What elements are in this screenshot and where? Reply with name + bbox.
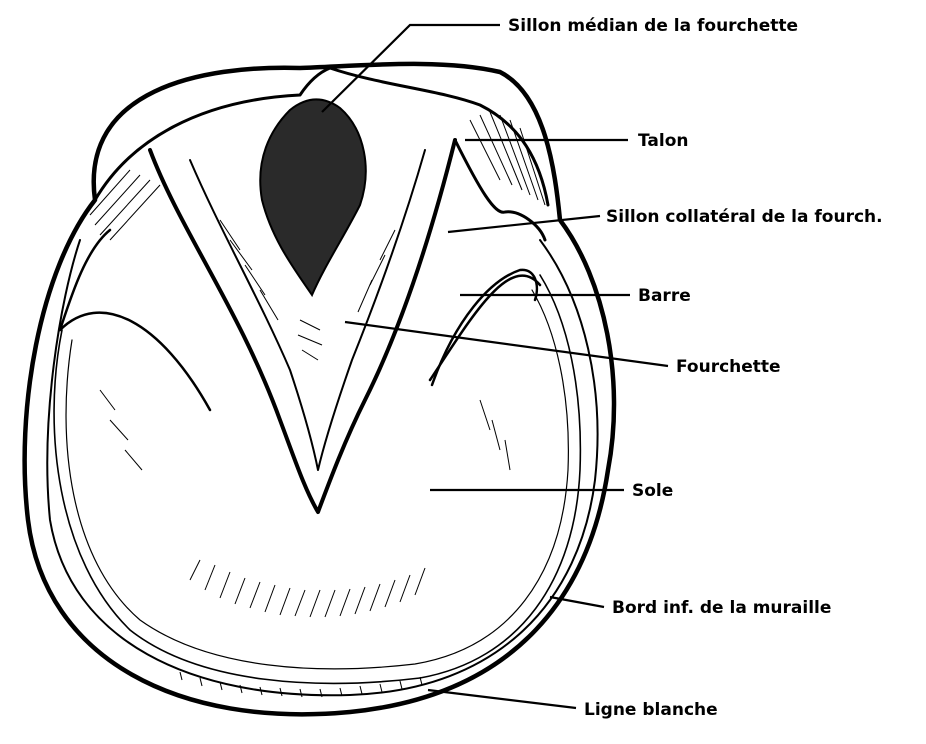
label-ligne-blanche: Ligne blanche (584, 700, 718, 720)
white-line (54, 275, 580, 683)
central-sulcus (260, 100, 365, 295)
label-sillon-median: Sillon médian de la fourchette (508, 16, 798, 36)
sole-hatching (100, 390, 510, 617)
label-talon: Talon (638, 131, 689, 151)
leader-ligne-blanche (428, 690, 576, 708)
label-sole: Sole (632, 481, 673, 501)
label-fourchette: Fourchette (676, 357, 781, 377)
label-barre: Barre (638, 286, 691, 306)
hoof-wall-inner (47, 240, 597, 695)
label-bord-muraille: Bord inf. de la muraille (612, 598, 831, 618)
leader-fourchette (345, 322, 668, 366)
leader-sillon-collateral (448, 216, 600, 232)
label-sillon-collateral: Sillon collatéral de la fourch. (606, 207, 883, 227)
white-line-ticks (180, 672, 422, 697)
white-line-inner (66, 290, 568, 669)
diagram-labels: Sillon médian de la fourchette Talon Sil… (508, 16, 883, 720)
bar-right-2 (432, 270, 537, 385)
hoof-illustration (25, 64, 614, 714)
